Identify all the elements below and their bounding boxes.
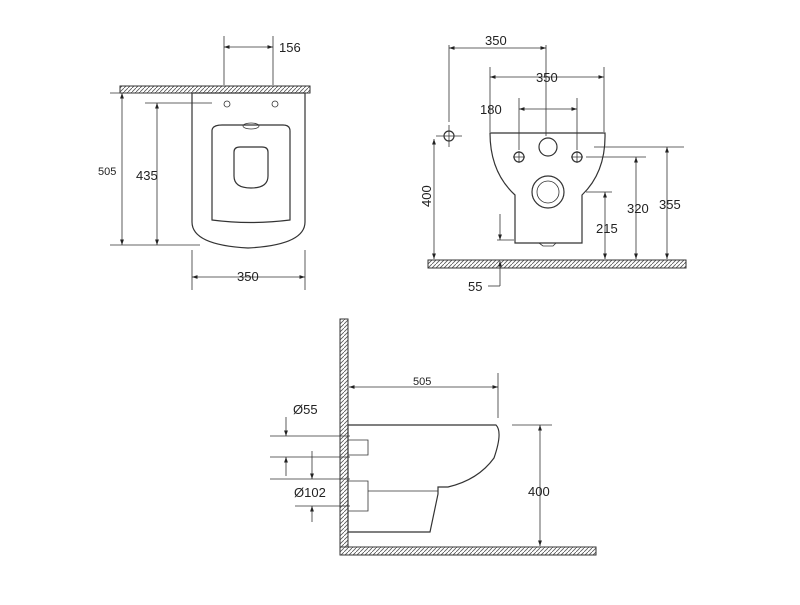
dim-156-label: 156 [279,40,301,55]
dim-400-front-label: 400 [419,185,434,207]
dim-435-label: 435 [136,168,158,183]
dim-215-label: 215 [596,221,618,236]
top-view-bolt-hole-left [223,100,231,108]
dim-350-bowl-label: 350 [536,70,558,85]
dim-55-label: 55 [468,279,482,294]
side-view-wall [339,318,349,556]
top-view-seat-opening [233,146,269,189]
front-view-outlet [538,242,557,247]
front-view: 350 350 180 400 215 320 355 55 [419,33,687,294]
dim-505-side-label: 505 [413,376,431,388]
dim-d102-label: Ø102 [294,485,326,500]
front-view-flush-inlet [538,137,558,157]
side-view-body [347,424,500,533]
side-view-floor [339,546,597,556]
dim-400-side-label: 400 [528,484,550,499]
dim-350b-label: 350 [237,269,259,284]
side-view-inlet-connector [348,439,369,456]
top-view-hinge [242,122,260,130]
dim-320-label: 320 [627,201,649,216]
front-view-floor [427,259,687,269]
dim-d55-label: Ø55 [293,402,318,417]
dim-180-label: 180 [480,102,502,117]
dim-350-top-label: 350 [485,33,507,48]
front-view-bolt-crosses [513,151,583,163]
front-view-waste-inner [536,180,560,204]
top-view-bolt-hole-right [271,100,279,108]
side-view-outlet-connector [348,480,369,512]
top-view: 156 505 435 350 [98,36,311,290]
side-view: 505 Ø55 Ø102 400 [270,318,597,556]
top-view-wall [119,85,311,94]
dim-505-label: 505 [98,166,116,178]
dim-355-label: 355 [659,197,681,212]
